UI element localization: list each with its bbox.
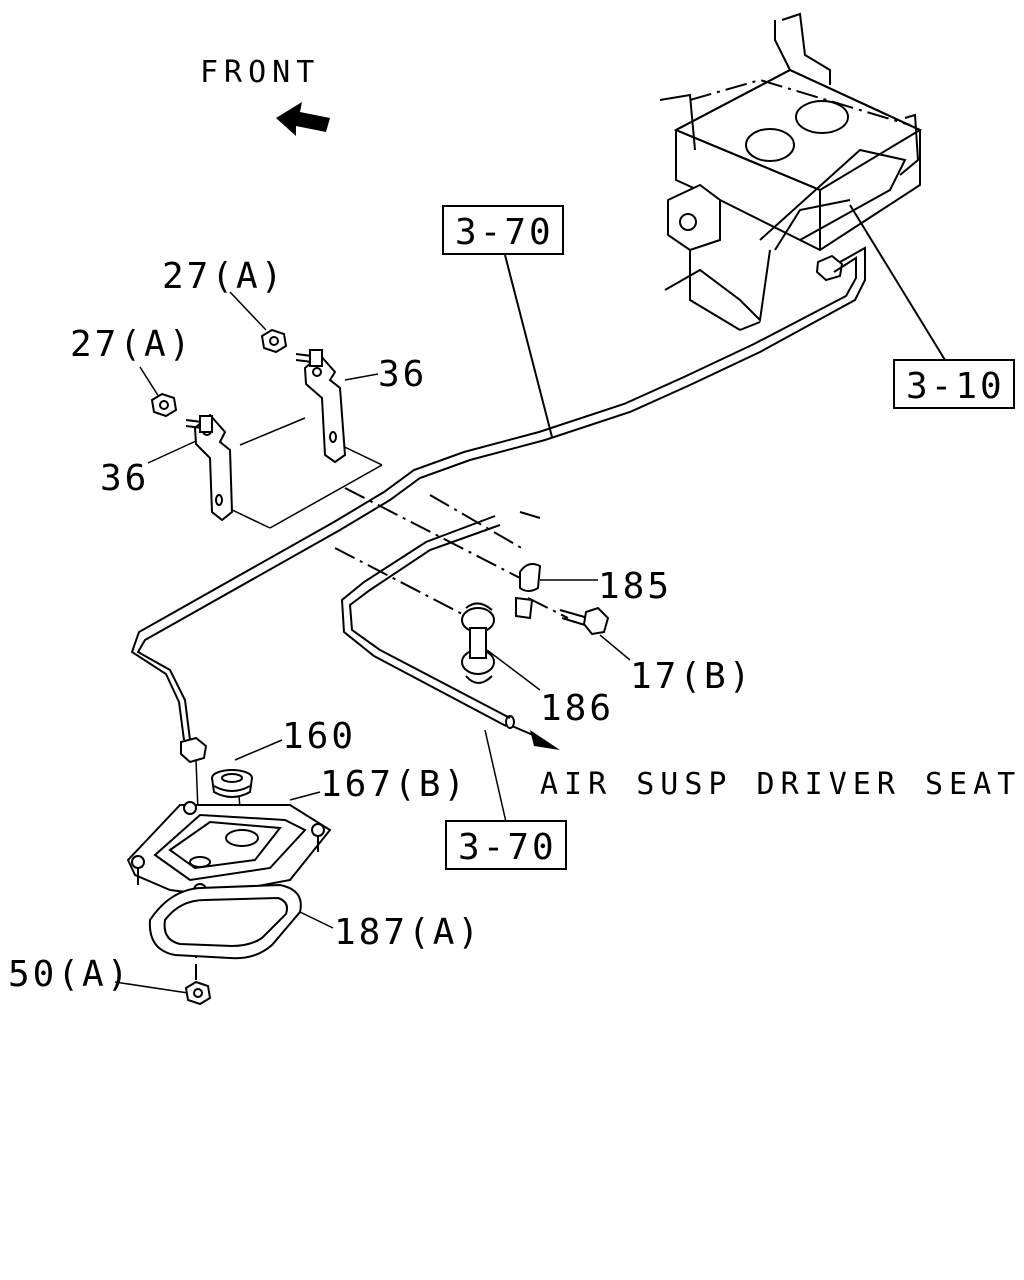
- air-pipe: [130, 246, 866, 764]
- ref-box-bottom: 3-70: [445, 820, 567, 870]
- nut-27a-top: [260, 328, 288, 354]
- ref-box-right-label: 3-10: [906, 366, 1005, 407]
- callout-187a: 187(A): [334, 912, 482, 953]
- ref-box-right: 3-10: [893, 359, 1015, 409]
- front-label: FRONT: [200, 55, 320, 90]
- arrow-left-icon: [276, 102, 330, 136]
- clip-185: [515, 563, 542, 620]
- bracket-36-right: [303, 353, 347, 464]
- callout-186: 186: [540, 688, 614, 729]
- grommet-160: [211, 769, 253, 798]
- stud-bolt-right: [295, 349, 323, 367]
- stud-bolt-left: [185, 415, 213, 433]
- callout-36-right: 36: [378, 354, 427, 395]
- callout-50a: 50(A): [8, 954, 131, 995]
- ref-box-top: 3-70: [442, 205, 564, 255]
- callout-27a-left: 27(A): [70, 324, 193, 365]
- callout-185: 185: [598, 566, 672, 607]
- gasket-187a: [148, 883, 302, 960]
- plate-167b: [126, 801, 332, 912]
- bolt-17b: [559, 606, 610, 636]
- flow-arrow: [511, 725, 560, 750]
- frame-assembly: [659, 12, 923, 331]
- callout-27a-top: 27(A): [162, 256, 285, 297]
- bracket-36-left: [193, 413, 234, 522]
- callout-160: 160: [282, 716, 356, 757]
- callout-167b: 167(B): [320, 764, 468, 805]
- callout-36-left: 36: [100, 458, 149, 499]
- nut-27a-left: [150, 392, 178, 418]
- ref-box-top-label: 3-70: [455, 212, 554, 253]
- ref-box-bottom-label: 3-70: [458, 827, 557, 868]
- nut-50a: [184, 980, 212, 1006]
- destination-label: AIR SUSP DRIVER SEAT: [540, 767, 1021, 802]
- callout-17b: 17(B): [630, 656, 753, 697]
- clip-186: [461, 602, 495, 684]
